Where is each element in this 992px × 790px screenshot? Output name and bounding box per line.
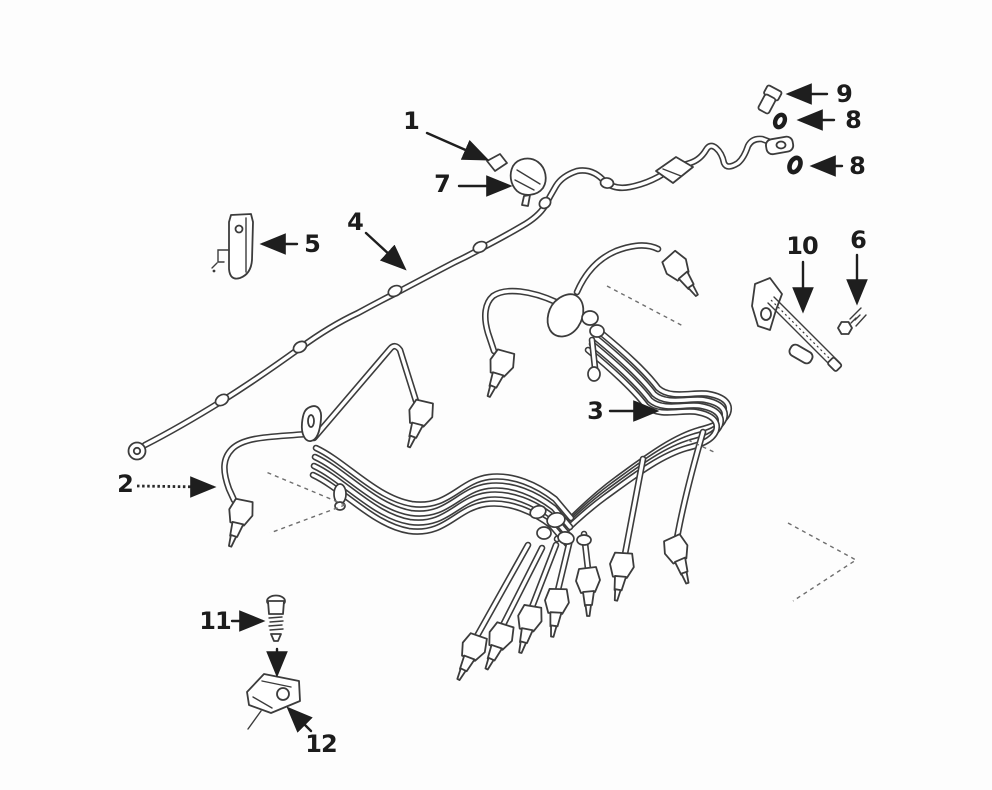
callout-4-arrow [364,231,407,271]
callout-5-label: 5 [304,230,321,258]
mounting-bracket [228,213,254,280]
injection-pipe-upper-right [577,245,658,292]
callout-6-label: 6 [850,226,867,254]
pipe-mounting-post [300,405,347,511]
callout-8-bottom-label: 8 [849,152,866,180]
callout-4-label: 4 [347,208,364,236]
center-junction-fittings [546,293,605,382]
rod-bolt [837,307,867,335]
union-nut-cluster [529,504,592,546]
callout-1-arrow [425,131,490,161]
injection-pipe-arch [485,291,556,351]
connector-fitting [509,157,547,207]
bracket-wire-clip [211,249,230,273]
callout-9-label: 9 [836,80,853,108]
connector-clip [486,153,508,172]
injection-pipe-2 [224,434,306,500]
callout-2-leader [136,484,207,489]
callout-11-label: 11 [199,607,231,635]
callout-arrows [136,83,868,733]
callout-1-label: 1 [403,107,420,135]
construction-lines [265,285,858,602]
line-clip [655,156,694,184]
sealing-washer-bottom [787,155,803,175]
sealing-washer-top [772,112,788,130]
injection-pipe-peak [314,346,416,438]
return-line-eye-end [127,441,147,461]
callout-7-label: 7 [434,170,451,198]
callout-12-arrow [286,706,313,733]
banjo-eye-fitting [765,135,795,156]
callout-12-label: 12 [305,730,337,758]
fuel-return-line [145,139,770,445]
callout-10-label: 10 [786,232,818,260]
clamp-bolt [266,594,286,642]
pipe-clamp [246,673,301,730]
pipe-bundle-lower [313,448,571,545]
callout-3-label: 3 [587,397,604,425]
callout-2-label: 2 [117,470,134,498]
banjo-bolt [757,84,783,115]
callout-8-top-label: 8 [845,106,862,134]
leak-off-rod [751,277,843,372]
